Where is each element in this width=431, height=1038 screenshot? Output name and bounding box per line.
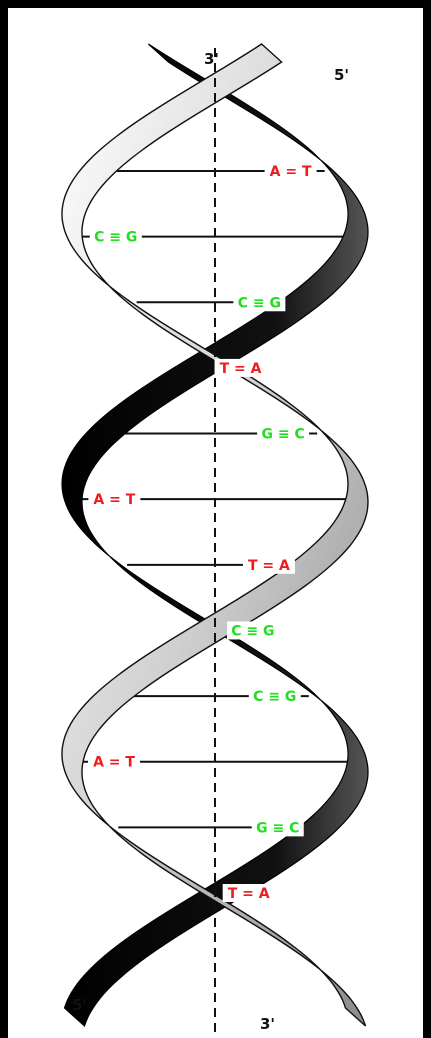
base-pair-label: A = T — [270, 164, 312, 180]
end-label-bottom-right: 3' — [260, 1015, 275, 1033]
base-pair-label: T = A — [220, 361, 262, 377]
base-pair-label: T = A — [228, 886, 270, 902]
base-pair-label: C ≡ G — [238, 295, 281, 311]
base-pair-label: T = A — [248, 558, 290, 574]
base-pair-label: C ≡ G — [253, 689, 296, 705]
end-label-bottom-left: 5' — [72, 996, 87, 1014]
base-pair-labels: A = T C ≡ G C ≡ G T = A G ≡ C A = T T = A C ≡ G… — [88, 162, 317, 902]
base-pair-label: C ≡ G — [94, 230, 137, 246]
base-pair-label: A = T — [93, 755, 135, 771]
base-pair-label: G ≡ C — [256, 820, 299, 836]
base-pair-label: A = T — [93, 492, 135, 508]
end-label-top-right: 5' — [334, 66, 349, 84]
dna-diagram-frame: A = T C ≡ G C ≡ G T = A G ≡ C A = T T = A C ≡ G… — [8, 8, 423, 1038]
base-pair-label: G ≡ C — [262, 427, 305, 443]
end-label-top-left: 3' — [204, 50, 219, 68]
base-pair-label: C ≡ G — [231, 623, 274, 639]
dna-double-helix: A = T C ≡ G C ≡ G T = A G ≡ C A = T T = A C ≡ G… — [8, 8, 423, 1038]
